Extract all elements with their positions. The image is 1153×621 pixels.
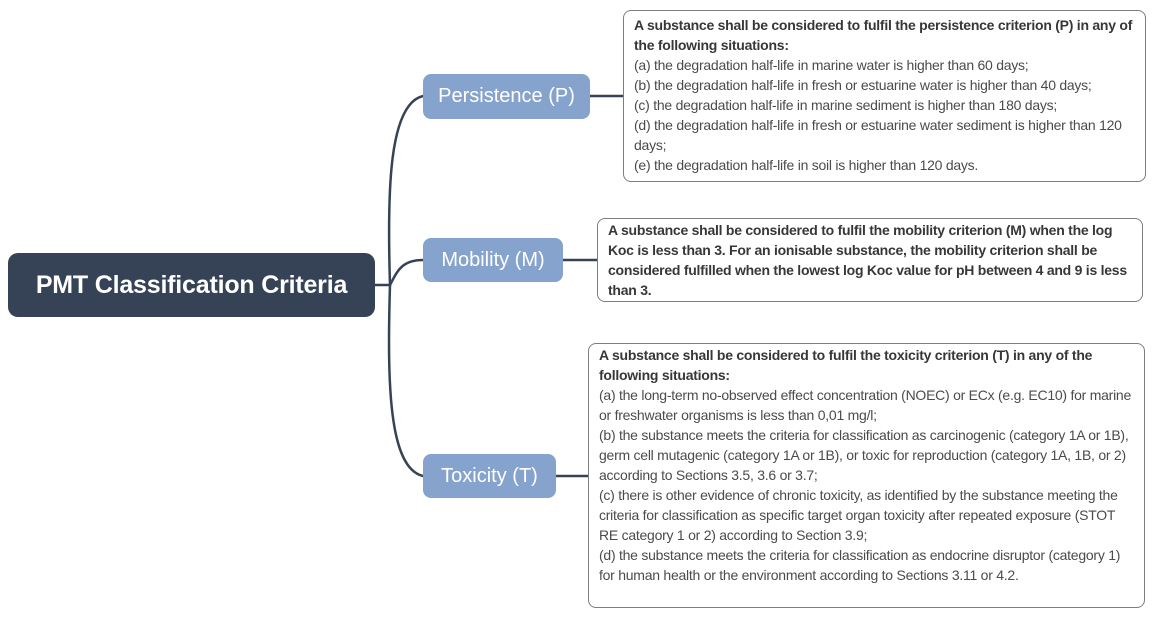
root-to-toxicity-curve xyxy=(387,283,425,478)
branch-node-persistence: Persistence (P) xyxy=(423,74,590,119)
branch-node-toxicity: Toxicity (T) xyxy=(423,454,556,498)
toxicity-item-b: (b) the substance meets the criteria for… xyxy=(599,427,1129,483)
root-to-persistence-curve xyxy=(387,94,425,287)
toxicity-item-c: (c) there is other evidence of chronic t… xyxy=(599,487,1118,543)
branch-toxicity-label: Toxicity (T) xyxy=(441,464,538,487)
root-node-label: PMT Classification Criteria xyxy=(35,270,348,299)
branch-node-mobility: Mobility (M) xyxy=(423,238,563,282)
persistence-item-b: (b) the degradation half-life in fresh o… xyxy=(634,77,1092,93)
branch-mobility-label: Mobility (M) xyxy=(441,248,545,271)
toxicity-item-d: (d) the substance meets the criteria for… xyxy=(599,547,1121,583)
persistence-criterion-header: A substance shall be considered to fulfi… xyxy=(634,17,1133,53)
detail-box-mobility: A substance shall be considered to fulfi… xyxy=(597,218,1143,302)
persistence-item-d: (d) the degradation half-life in fresh o… xyxy=(634,117,1122,153)
detail-box-toxicity: A substance shall be considered to fulfi… xyxy=(588,343,1145,608)
mobility-criterion-text: A substance shall be considered to fulfi… xyxy=(608,222,1127,298)
root-to-mobility-curve xyxy=(388,258,425,287)
branch-persistence-label: Persistence (P) xyxy=(438,85,575,107)
detail-box-persistence: A substance shall be considered to fulfi… xyxy=(623,10,1146,182)
toxicity-criterion-header: A substance shall be considered to fulfi… xyxy=(599,347,1093,383)
persistence-item-c: (c) the degradation half-life in marine … xyxy=(634,97,1057,113)
root-node: PMT Classification Criteria xyxy=(8,253,375,317)
toxicity-item-a: (a) the long-term no-observed effect con… xyxy=(599,387,1131,423)
persistence-item-a: (a) the degradation half-life in marine … xyxy=(634,57,1029,73)
persistence-item-e: (e) the degradation half-life in soil is… xyxy=(634,157,979,173)
